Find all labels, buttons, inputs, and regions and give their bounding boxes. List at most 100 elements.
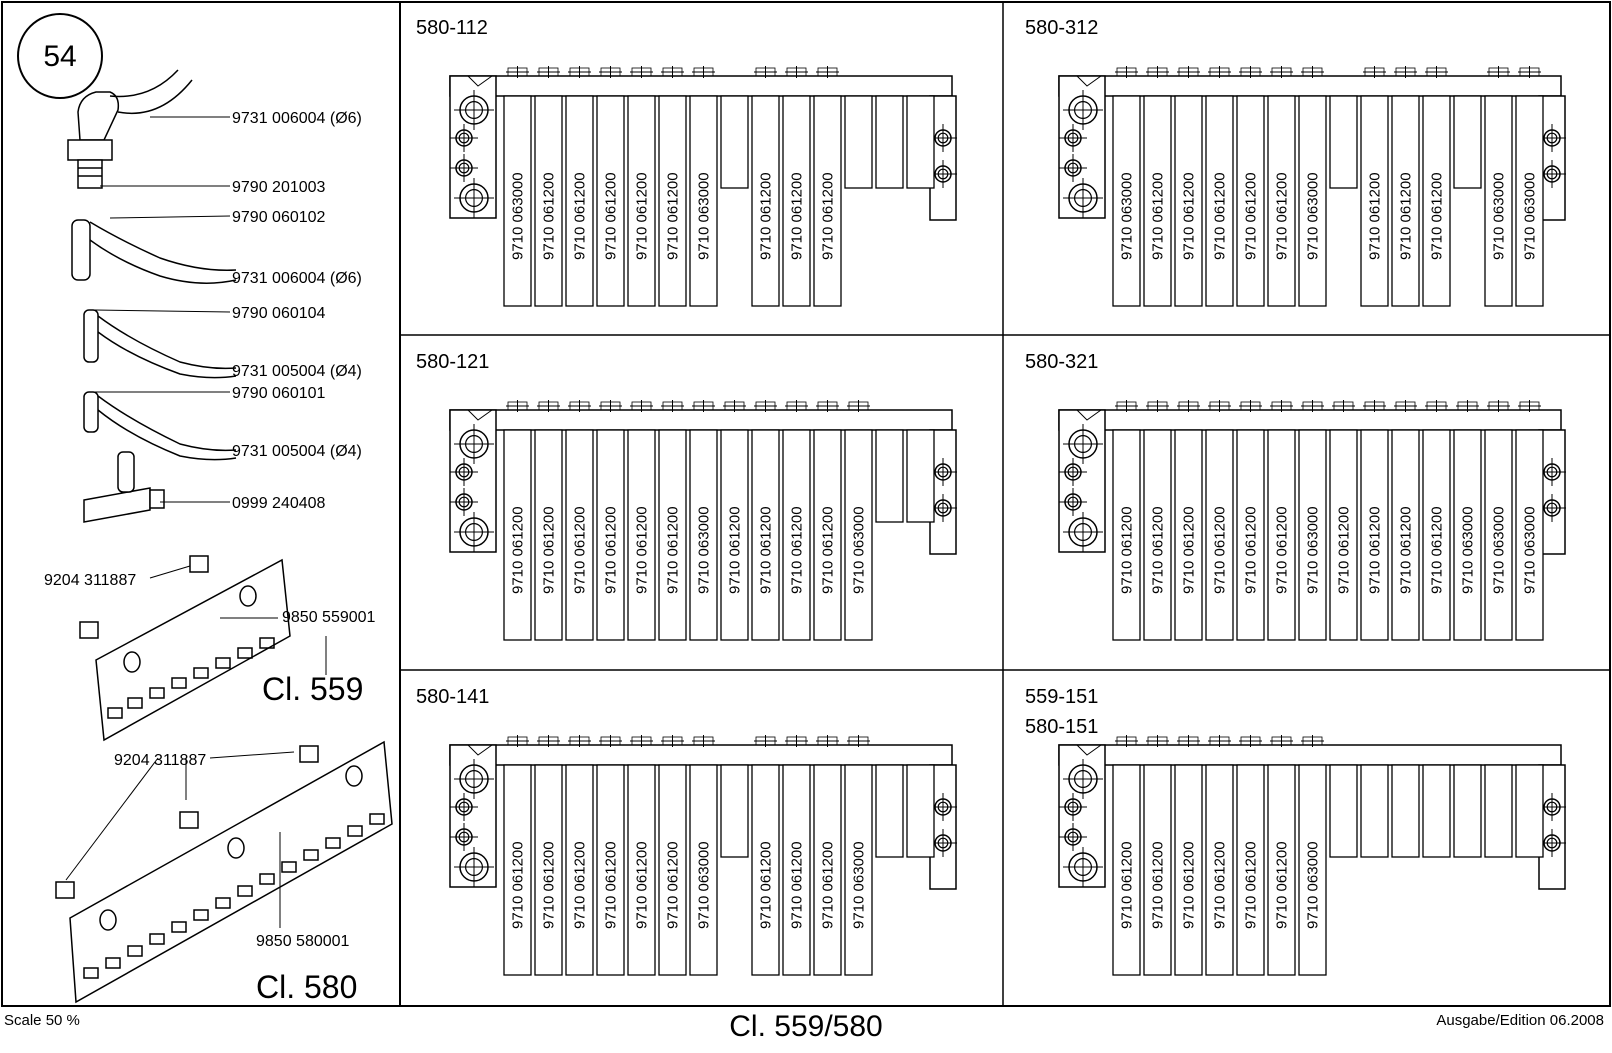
terminal-slot: 9710 061200 — [720, 400, 749, 641]
part-number: 9710 063000 — [1305, 172, 1322, 260]
terminal-slot — [1329, 95, 1358, 189]
terminal-slot: 9710 063000 — [1515, 400, 1544, 641]
terminal-slot — [1453, 95, 1482, 189]
scale-note: Scale 50 % — [4, 1012, 80, 1029]
part-number: 9710 061200 — [758, 506, 775, 594]
terminal-slot: 9710 061200 — [1174, 400, 1203, 641]
page-number: 54 — [17, 13, 103, 99]
part-number: 9710 063000 — [510, 172, 527, 260]
terminal-slot: 9710 061200 — [503, 735, 532, 976]
svg-text:9731 005004 (Ø4): 9731 005004 (Ø4) — [232, 363, 362, 380]
wiring-panel-3: 580-321 9710 061200 9710 061200 9710 061200… — [1025, 351, 1566, 641]
terminal-slot: 9710 061200 — [534, 400, 563, 641]
terminal-slot: 9710 061200 — [1205, 400, 1234, 641]
wiring-panel-0: 580-112 9710 063000 9710 061200 9710 061200… — [416, 17, 957, 307]
part-number: 9710 061200 — [1367, 172, 1384, 260]
terminal-slot: 9710 061200 — [1174, 735, 1203, 976]
terminal-slot — [875, 429, 904, 523]
part-number: 9710 061200 — [1181, 506, 1198, 594]
part-number: 9710 061200 — [1398, 172, 1415, 260]
terminal-slot: 9710 061200 — [1236, 735, 1265, 976]
part-number: 9710 061200 — [758, 841, 775, 929]
part-number: 9710 061200 — [665, 172, 682, 260]
terminal-slot: 9710 061200 — [1174, 66, 1203, 307]
part-number: 9710 063000 — [1491, 506, 1508, 594]
terminal-slot — [906, 764, 935, 858]
terminal-slot: 9710 061200 — [1422, 66, 1451, 307]
panel-title: 580-312 — [1025, 17, 1098, 39]
part-number: 9710 063000 — [1491, 172, 1508, 260]
terminal-slot: 9710 063000 — [1484, 400, 1513, 641]
terminal-slot — [1360, 764, 1389, 858]
terminal-slot: 9710 061200 — [1422, 400, 1451, 641]
svg-text:9204 311887: 9204 311887 — [44, 572, 136, 589]
part-number: 9710 061200 — [665, 841, 682, 929]
part-number: 9710 061200 — [1274, 172, 1291, 260]
part-number: 9710 061200 — [1243, 506, 1260, 594]
part-number: 9710 063000 — [1305, 841, 1322, 929]
terminal-slot: 9710 063000 — [689, 735, 718, 976]
terminal-slot — [1453, 764, 1482, 858]
panel-title: 580-321 — [1025, 351, 1098, 373]
part-number: 9710 061200 — [1119, 841, 1136, 929]
leader-lines — [65, 116, 327, 928]
terminal-slot: 9710 061200 — [503, 400, 532, 641]
part-number: 9710 063000 — [851, 841, 868, 929]
svg-text:9790 060104: 9790 060104 — [232, 305, 326, 322]
edition-note: Ausgabe/Edition 06.2008 — [1436, 1012, 1604, 1029]
terminal-slot: 9710 061200 — [751, 66, 780, 307]
terminal-slot: 9710 061200 — [596, 400, 625, 641]
terminal-slot — [1484, 764, 1513, 858]
part-number: 9710 063000 — [696, 506, 713, 594]
terminal-slot: 9710 063000 — [689, 66, 718, 307]
terminal-slot: 9710 061200 — [1267, 735, 1296, 976]
part-number: 9710 061200 — [1398, 506, 1415, 594]
part-number: 9710 061200 — [1336, 506, 1353, 594]
terminal-slot: 9710 061200 — [565, 735, 594, 976]
terminal-slot: 9710 061200 — [1205, 735, 1234, 976]
terminal-slot — [875, 764, 904, 858]
svg-text:9731 006004 (Ø6): 9731 006004 (Ø6) — [232, 110, 362, 127]
part-number: 9710 061200 — [820, 841, 837, 929]
panel-title-2: 580-151 — [1025, 716, 1098, 738]
terminal-slot: 9710 061200 — [751, 735, 780, 976]
terminal-slot: 9710 061200 — [627, 66, 656, 307]
part-number: 9710 061200 — [541, 841, 558, 929]
sheet-title: Cl. 559/580 — [729, 1010, 883, 1043]
svg-text:9790 201003: 9790 201003 — [232, 179, 326, 196]
part-number: 9710 061200 — [1274, 841, 1291, 929]
part-number: 9710 061200 — [758, 172, 775, 260]
part-number: 9710 061200 — [1181, 841, 1198, 929]
terminal-slot — [844, 95, 873, 189]
terminal-slot: 9710 061200 — [813, 735, 842, 976]
part-number: 9710 061200 — [1150, 841, 1167, 929]
svg-text:Cl. 580: Cl. 580 — [256, 969, 357, 1005]
terminal-slot — [875, 95, 904, 189]
terminal-slot: 9710 063000 — [503, 66, 532, 307]
part-number: 9710 063000 — [696, 172, 713, 260]
terminal-slot: 9710 061200 — [1143, 735, 1172, 976]
parts-diagram: 54 — [1, 1, 1611, 1007]
part-number: 9710 061200 — [603, 172, 620, 260]
terminal-slot: 9710 061200 — [627, 735, 656, 976]
panel-title: 580-112 — [416, 17, 488, 39]
part-number: 9710 061200 — [820, 506, 837, 594]
part-number: 9710 061200 — [789, 841, 806, 929]
part-number: 9710 061200 — [1243, 172, 1260, 260]
fittings-illustration — [55, 69, 393, 1004]
svg-text:0999 240408: 0999 240408 — [232, 495, 326, 512]
terminal-slot: 9710 061200 — [782, 66, 811, 307]
part-number: 9710 061200 — [541, 506, 558, 594]
terminal-slot: 9710 061200 — [658, 400, 687, 641]
terminal-slot: 9710 061200 — [782, 400, 811, 641]
terminal-slot: 9710 063000 — [1484, 66, 1513, 307]
svg-text:9850 580001: 9850 580001 — [256, 933, 350, 950]
terminal-slot: 9710 061200 — [1143, 66, 1172, 307]
svg-text:9731 006004 (Ø6): 9731 006004 (Ø6) — [232, 270, 362, 287]
terminal-slot — [1422, 764, 1451, 858]
part-number: 9710 061200 — [510, 506, 527, 594]
part-number: 9710 063000 — [1305, 506, 1322, 594]
terminal-slot: 9710 061200 — [596, 66, 625, 307]
part-number: 9710 063000 — [696, 841, 713, 929]
